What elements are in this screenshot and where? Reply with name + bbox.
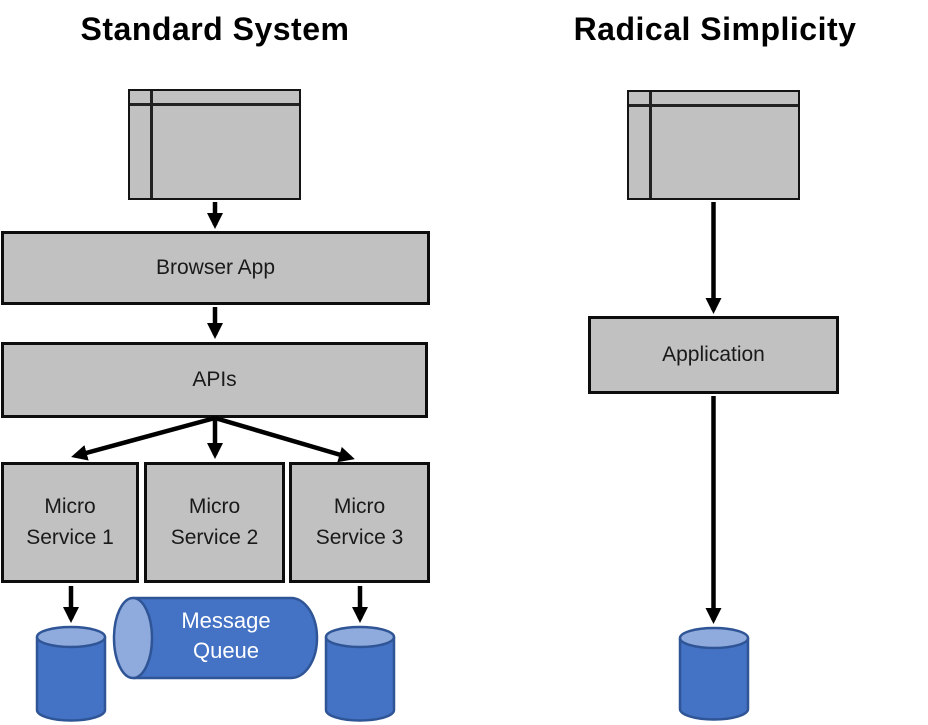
browser-app-label: Browser App (155, 256, 276, 279)
arrow-apis-to-microservice-3 (214, 415, 355, 463)
browser-icon-sidebar-divider (150, 91, 153, 198)
apis-label: APIs (192, 368, 237, 391)
database-cylinder-icon (324, 625, 396, 722)
microservice-2-box: Micro Service 2 (144, 462, 285, 583)
browser-app-box: Browser App (1, 231, 430, 305)
application-label: Application (662, 343, 765, 366)
application-box: Application (588, 316, 839, 394)
browser-icon-toolbar-divider (629, 104, 798, 107)
browser-icon-sidebar-divider (649, 92, 652, 198)
microservice-1-label: Micro Service 1 (26, 495, 114, 549)
arrow-apis-to-microservice-1 (71, 415, 216, 461)
microservice-3-box: Micro Service 3 (289, 462, 430, 583)
apis-box: APIs (1, 342, 428, 418)
browser-window-icon (128, 89, 301, 200)
microservice-1-box: Micro Service 1 (1, 462, 139, 583)
database-cylinder-icon (678, 626, 750, 721)
browser-window-icon (627, 90, 800, 200)
microservice-3-label: Micro Service 3 (315, 495, 404, 549)
right-panel-title: Radical Simplicity (573, 11, 857, 47)
microservice-2-label: Micro Service 2 (170, 495, 259, 549)
message-queue-label: Message Queue (181, 608, 271, 663)
browser-icon-toolbar-divider (130, 103, 299, 106)
message-queue-cylinder: Message Queue (112, 596, 320, 680)
left-panel-title: Standard System (80, 11, 350, 47)
database-cylinder-icon (35, 625, 107, 722)
message-queue-shape (112, 596, 319, 680)
